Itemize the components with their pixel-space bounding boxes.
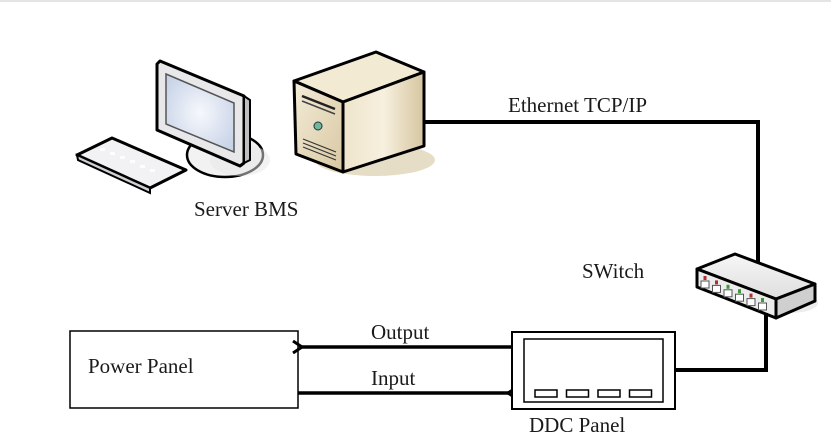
switch-port-led — [726, 284, 730, 289]
input-connection: Input — [298, 366, 508, 393]
ddc-panel-label: DDC Panel — [529, 413, 625, 437]
server-tower-icon — [292, 50, 435, 176]
switch-port-led — [761, 298, 764, 302]
server-bms-node: Server BMS — [75, 50, 435, 221]
input-label: Input — [371, 366, 415, 390]
switch-port — [700, 280, 710, 289]
ethernet-connection: Ethernet TCP/IP — [424, 93, 760, 262]
ethernet-label: Ethernet TCP/IP — [508, 93, 647, 117]
ddc-buttons — [534, 389, 653, 398]
keyboard-icon — [75, 136, 188, 195]
server-bms-label: Server BMS — [194, 197, 298, 221]
power-panel-label: Power Panel — [88, 354, 194, 378]
ddc-button — [628, 389, 653, 398]
ddc-panel-node: DDC Panel — [511, 331, 676, 437]
switch-port — [746, 298, 756, 307]
switch-label: SWitch — [582, 259, 645, 283]
power-panel-node: Power Panel — [69, 330, 299, 409]
switch-port-led — [738, 289, 741, 294]
switch-port-led — [715, 280, 718, 285]
switch-port — [712, 284, 721, 293]
ddc-button — [534, 389, 558, 398]
switch-node: SWitch — [582, 252, 818, 320]
switch-port-led — [703, 276, 707, 280]
switch-port — [723, 289, 733, 298]
ddc-button — [597, 389, 621, 398]
output-connection: Output — [302, 320, 512, 347]
top-border — [0, 0, 831, 2]
switch-port — [735, 293, 744, 302]
switch-ports — [700, 276, 767, 311]
switch-port-led — [749, 293, 753, 298]
switch-port — [758, 302, 767, 311]
output-label: Output — [371, 320, 430, 344]
monitor-icon — [155, 59, 270, 179]
switch-ddc-connection — [674, 313, 768, 372]
ddc-button — [565, 389, 590, 398]
